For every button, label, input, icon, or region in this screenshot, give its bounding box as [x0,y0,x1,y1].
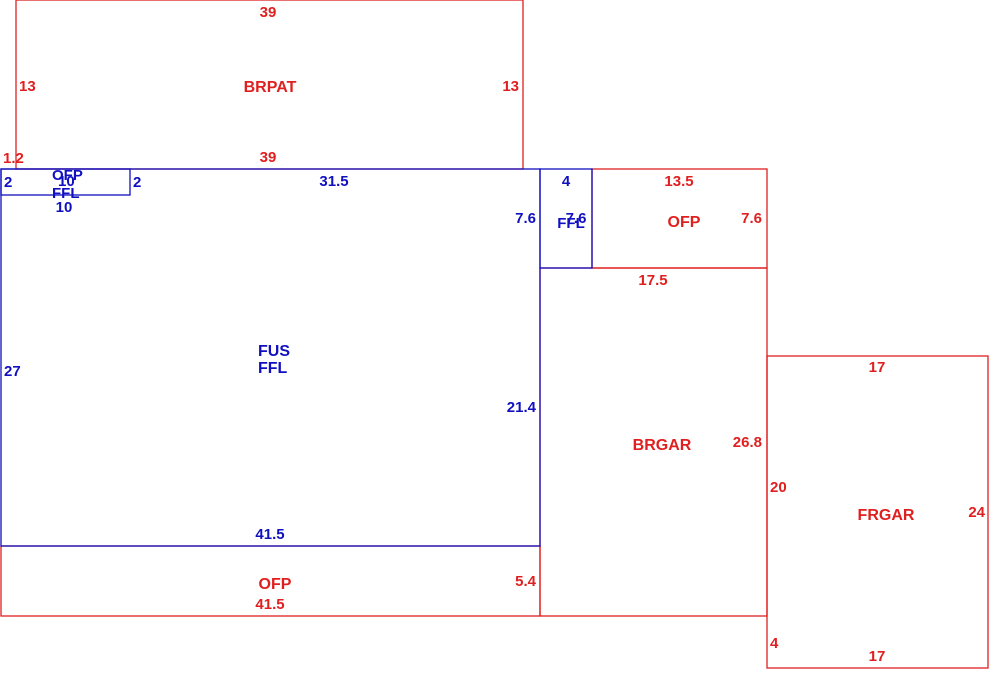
brpat-label: BRPAT [244,79,297,96]
ofp-bottom-right-dim: 5.4 [515,573,537,590]
ofp-small-ffl-label: FFL [52,185,80,202]
ffl-small-outline [539,168,593,269]
frgar-right-dim: 24 [968,504,985,521]
frgar-bottom-dim: 17 [869,648,886,665]
brpat-corner-dim: 1.2 [3,150,24,167]
frgar-left-dim: 20 [770,479,787,496]
ofp-small-bottom-dim: 10 [56,199,73,216]
brgar-top-dim: 17.5 [638,272,667,289]
ofp-bottom-dim: 41.5 [255,596,284,613]
area-ofp-small: OFP 10 FFL 10 2 2 [0,167,141,216]
area-ofp-right: OFP 13.5 7.6 [591,168,768,269]
area-ffl-small: 4 FFL 7.6 [539,168,593,269]
fus-right-lower-dim: 21.4 [507,399,537,416]
area-brgar: BRGAR 17.5 26.8 [539,267,768,617]
ofp-small-top-dim: 10 [58,173,75,190]
frgar-label: FRGAR [858,507,915,524]
frgar-corner-dim: 4 [770,635,779,652]
brpat-bottom-dim: 39 [260,149,277,166]
fus-right-upper-dim: 7.6 [515,210,536,227]
brpat-top-dim: 39 [260,4,277,21]
fus-outline [0,168,541,547]
area-ofp-bottom: OFP 41.5 5.4 [0,545,541,617]
fus-ffl-label: FFL [258,360,288,377]
ffl-small-right-dim: 7.6 [566,210,587,227]
frgar-top-dim: 17 [869,359,886,376]
ofp-right-label: OFP [668,214,701,231]
ffl-small-label: FFL [557,215,585,232]
frgar-outline [766,355,989,669]
fus-left-dim: 27 [4,363,21,380]
fus-label: FUS [258,343,290,360]
brgar-label: BRGAR [633,437,692,454]
area-frgar: FRGAR 17 17 20 24 4 [766,355,989,669]
ofp-small-right-dim: 2 [133,174,141,191]
ofp-small-outline [0,168,131,196]
ffl-small-top-dim: 4 [562,173,571,190]
brpat-left-dim: 13 [19,78,36,95]
ofp-right-top-dim: 13.5 [664,173,693,190]
brpat-right-dim: 13 [502,78,519,95]
ofp-small-left-dim: 2 [4,174,12,191]
area-fus: FUS FFL 31.5 41.5 27 7.6 21.4 [0,168,541,547]
fus-bottom-dim: 41.5 [255,526,284,543]
ofp-small-label: OFP [52,167,83,184]
ofp-right-right-dim: 7.6 [741,210,762,227]
ofp-bottom-label: OFP [259,576,292,593]
area-brpat: BRPAT 39 39 13 13 1.2 [3,0,524,170]
brgar-right-dim: 26.8 [733,434,762,451]
fus-top-dim: 31.5 [319,173,348,190]
